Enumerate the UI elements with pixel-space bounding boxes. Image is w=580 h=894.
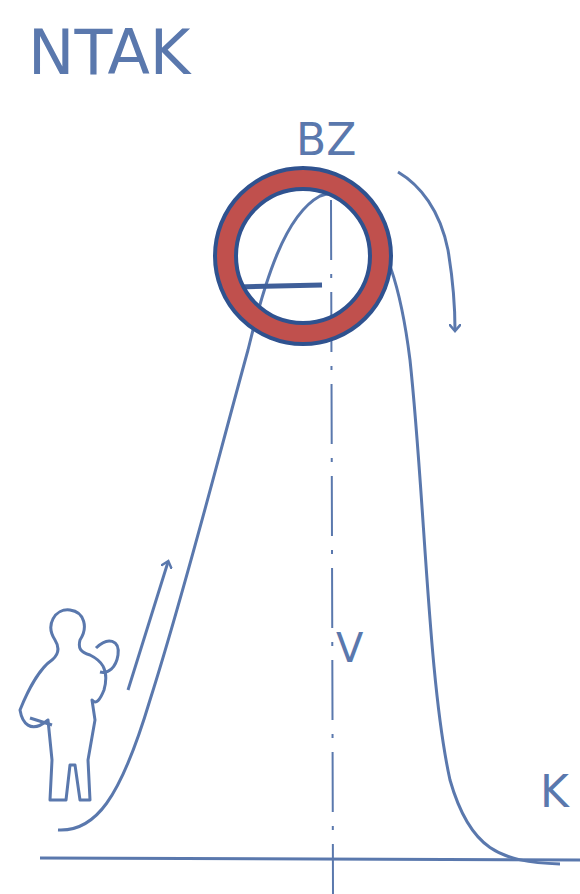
ring-outer-edge [215,168,391,344]
ground-line [40,858,580,860]
end-label: K [540,770,569,814]
center-axis [331,200,333,894]
person-figure [20,610,118,800]
mountain-outline [58,194,560,864]
axis-label: V [336,628,363,668]
highlight-ring [226,179,381,334]
level-mark [238,285,322,287]
descent-arrow [398,172,455,330]
ascent-arrow [128,562,168,690]
ring-inner-edge [236,189,370,323]
peak-label: BZ [296,118,356,162]
sketch-title: NTAK [28,22,191,84]
